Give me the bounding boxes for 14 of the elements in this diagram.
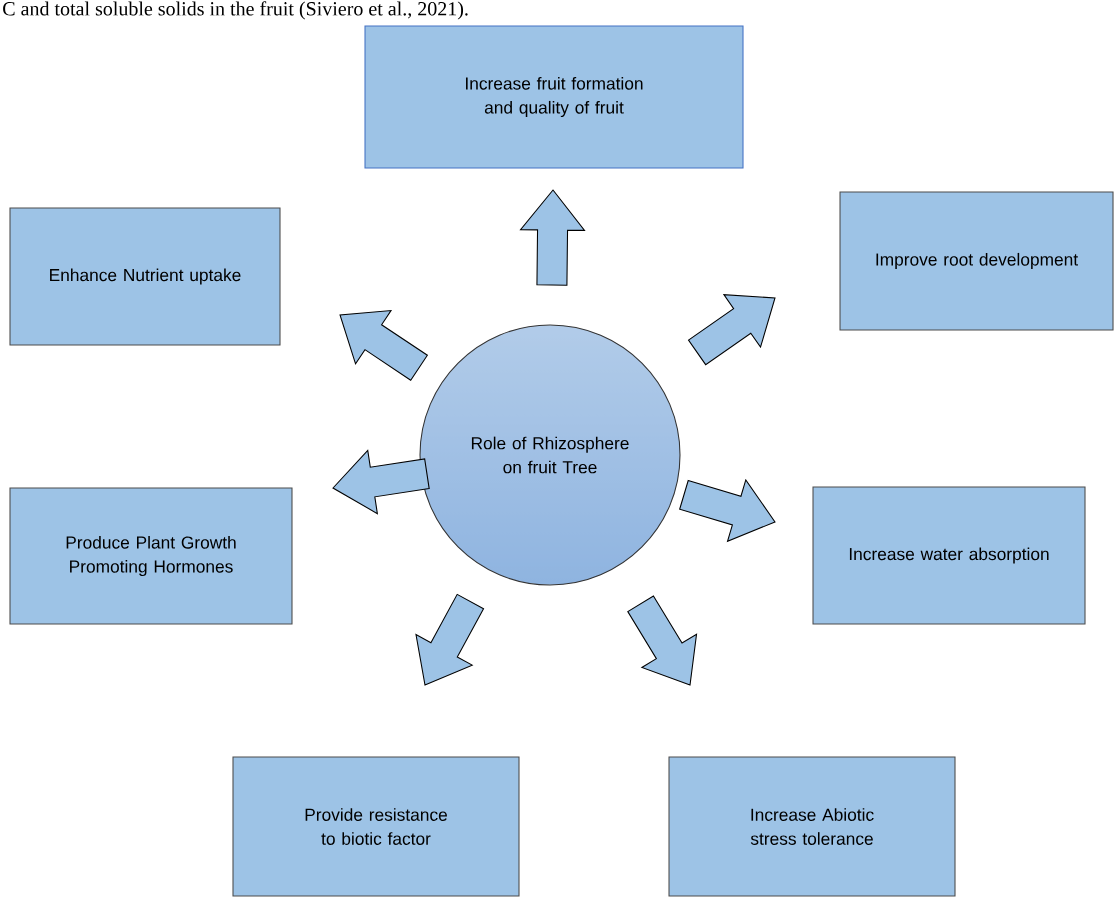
block-arrow bbox=[415, 593, 485, 686]
text-box: Increase Abiotic stress tolerance bbox=[668, 756, 956, 897]
text-box: Produce Plant Growth Promoting Hormones bbox=[9, 487, 293, 625]
caption-text: C and total soluble solids in the fruit (Siviero et al., 2021). bbox=[3, 1, 468, 20]
block-arrow bbox=[687, 294, 776, 366]
block-arrow bbox=[627, 595, 698, 686]
block-arrow bbox=[332, 449, 430, 515]
block-arrow bbox=[679, 478, 776, 543]
text-box: Provide resistance to biotic factor bbox=[232, 756, 520, 897]
text-box: Improve root development bbox=[839, 191, 1114, 331]
text-box: Increase water absorption bbox=[812, 486, 1086, 625]
text-box: Enhance Nutrient uptake bbox=[9, 207, 281, 346]
block-arrow bbox=[519, 189, 586, 286]
text-box: Increase fruit formation and quality of fruit bbox=[364, 25, 744, 169]
